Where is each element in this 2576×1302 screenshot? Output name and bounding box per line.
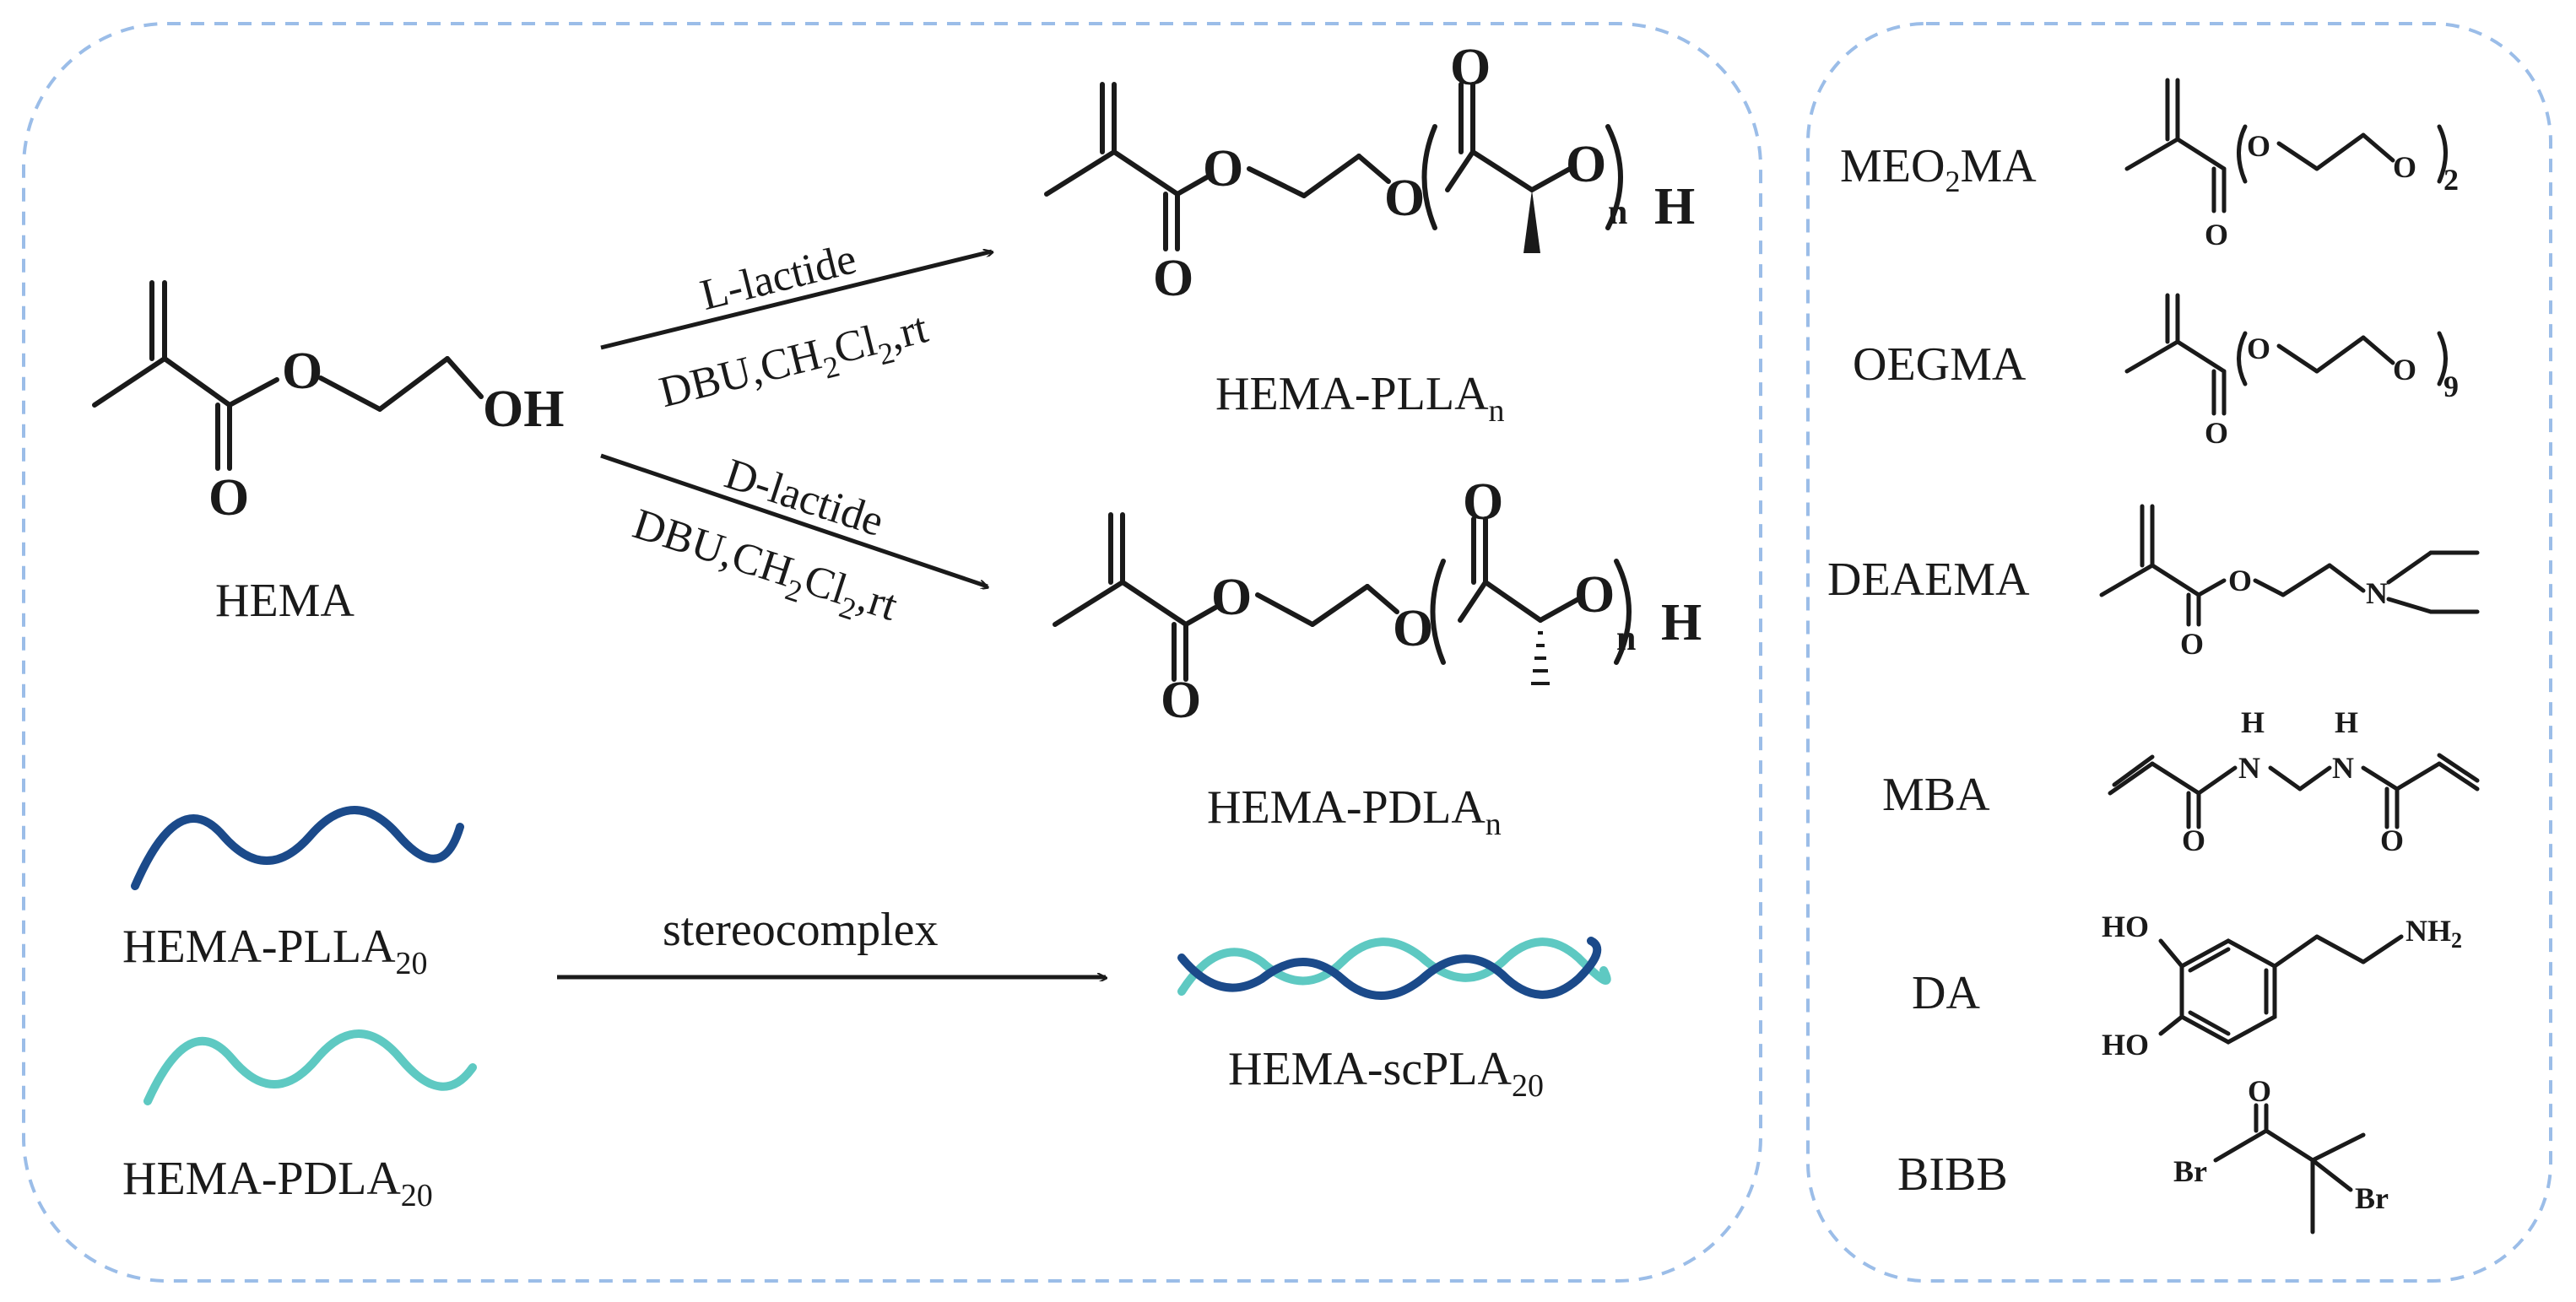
oegma-o1: O: [2247, 332, 2270, 365]
plla-label: HEMA-PLLAn: [1215, 368, 1505, 429]
oegma-repeat: 9: [2443, 370, 2459, 403]
left-panel-border: [22, 22, 1762, 1283]
deaema-o2: O: [2180, 627, 2204, 661]
pdla-label-sub: n: [1486, 807, 1502, 842]
bibb-br2: Br: [2355, 1181, 2389, 1215]
da-label: DA: [1912, 967, 1980, 1019]
wave-plla-label: HEMA-PLLA20: [122, 921, 428, 981]
oegma-label: OEGMA: [1853, 338, 2027, 391]
meo2ma-repeat: 2: [2443, 163, 2459, 197]
wave-plla-sub: 20: [396, 946, 428, 981]
meo2ma-structure: [2124, 78, 2448, 213]
bottom-conditions: D-lactide DBU,CH2Cl2,rt: [627, 450, 904, 630]
sc-label-sub: 20: [1512, 1068, 1544, 1104]
oegma-structure: [2124, 293, 2448, 416]
pdla-n: n: [1616, 619, 1636, 658]
oegma-o2: O: [2205, 416, 2228, 450]
hema-oh: OH: [483, 381, 564, 438]
pdla-o-ester: O: [1211, 569, 1252, 626]
plla-n: n: [1608, 193, 1627, 232]
da-nh2-main: NH: [2406, 914, 2451, 948]
meo2ma-a: MEO: [1840, 140, 1945, 192]
arrow-to-plla: [600, 251, 992, 350]
bibb-label: BIBB: [1897, 1148, 2008, 1201]
bibb-structure: [2213, 1103, 2366, 1234]
top-reagent: L-lactide: [695, 235, 861, 320]
mba-h2: H: [2335, 705, 2358, 739]
da-nh2-sub: 2: [2451, 928, 2462, 953]
mba-structure: [2108, 753, 2480, 829]
plla-label-main: HEMA-PLLA: [1215, 368, 1489, 420]
sc-wave-light: [1177, 937, 1611, 996]
deaema-o1: O: [2228, 564, 2252, 597]
deaema-n: N: [2366, 576, 2388, 610]
mba-h1: H: [2241, 705, 2265, 739]
hema-o-ester: O: [282, 343, 322, 400]
pdla-o-lactide: O: [1574, 566, 1615, 624]
hema-structure: [92, 280, 484, 471]
pdla-label-main: HEMA-PDLA: [1207, 781, 1486, 834]
meo2ma-o1: O: [2247, 129, 2270, 163]
sc-wave-dark: [1177, 937, 1602, 1000]
da-ho2: HO: [2102, 1028, 2149, 1062]
oegma-o3: O: [2393, 353, 2416, 386]
mba-label: MBA: [1882, 769, 1990, 821]
mba-o1: O: [2182, 824, 2205, 857]
plla-label-sub: n: [1489, 393, 1505, 429]
bottom-cond-c: ,rt: [852, 573, 904, 630]
plla-o-lactide-carbonyl: O: [1450, 39, 1491, 96]
plla-wave: [131, 806, 464, 890]
bibb-o: O: [2248, 1074, 2271, 1108]
plla-o-lactide: O: [1566, 136, 1606, 193]
mba-n2: N: [2332, 751, 2354, 785]
wave-pdla-label: HEMA-PDLA20: [122, 1153, 433, 1213]
sc-label-main: HEMA-scPLA: [1228, 1043, 1513, 1095]
mba-n1: N: [2238, 751, 2260, 785]
pdla-label: HEMA-PDLAn: [1207, 781, 1502, 842]
right-panel-border: [1806, 22, 2552, 1283]
plla-o-carbonyl: O: [1153, 250, 1193, 307]
da-ho1: HO: [2102, 910, 2149, 943]
mba-o2: O: [2380, 824, 2404, 857]
meo2ma-label: MEO2MA: [1840, 140, 2037, 198]
plla-wedge-bond: [1523, 190, 1540, 253]
bottom-reagent: D-lactide: [719, 450, 890, 546]
bibb-br1: Br: [2173, 1154, 2207, 1188]
wave-pdla-main: HEMA-PDLA: [122, 1153, 401, 1205]
wave-pdla-sub: 20: [401, 1178, 433, 1213]
arrow-to-pdla: [600, 453, 988, 586]
pdla-hash-bond: [1531, 631, 1550, 685]
da-structure: [2158, 934, 2404, 1045]
top-conditions: L-lactide DBU,CH2Cl2,rt: [655, 235, 934, 417]
top-cond-a: DBU,CH: [655, 331, 826, 417]
pdla-wave: [143, 1029, 477, 1105]
plla-structure: [1044, 82, 1623, 251]
meo2ma-sub: 2: [1945, 165, 1960, 198]
pdla-o-link: O: [1393, 600, 1433, 657]
stereocomplex-label: stereocomplex: [663, 904, 939, 956]
wave-plla-main: HEMA-PLLA: [122, 921, 396, 973]
pdla-o-carbonyl: O: [1161, 672, 1201, 729]
pdla-o-lactide-carbonyl: O: [1463, 473, 1503, 531]
plla-o-link: O: [1384, 170, 1425, 227]
sc-label: HEMA-scPLA20: [1228, 1043, 1544, 1104]
da-nh2: NH2: [2406, 914, 2462, 953]
pdla-structure: [1053, 512, 1632, 682]
deaema-structure: [2099, 504, 2480, 627]
meo2ma-o3: O: [2393, 150, 2416, 184]
hema-label: HEMA: [215, 575, 354, 627]
meo2ma-b: MA: [1960, 140, 2037, 192]
deaema-label: DEAEMA: [1827, 554, 2030, 606]
hema-o-carbonyl: O: [208, 469, 249, 527]
pdla-h: H: [1661, 594, 1702, 651]
meo2ma-o2: O: [2205, 218, 2228, 251]
plla-h: H: [1654, 178, 1695, 235]
plla-o-ester: O: [1203, 140, 1243, 197]
